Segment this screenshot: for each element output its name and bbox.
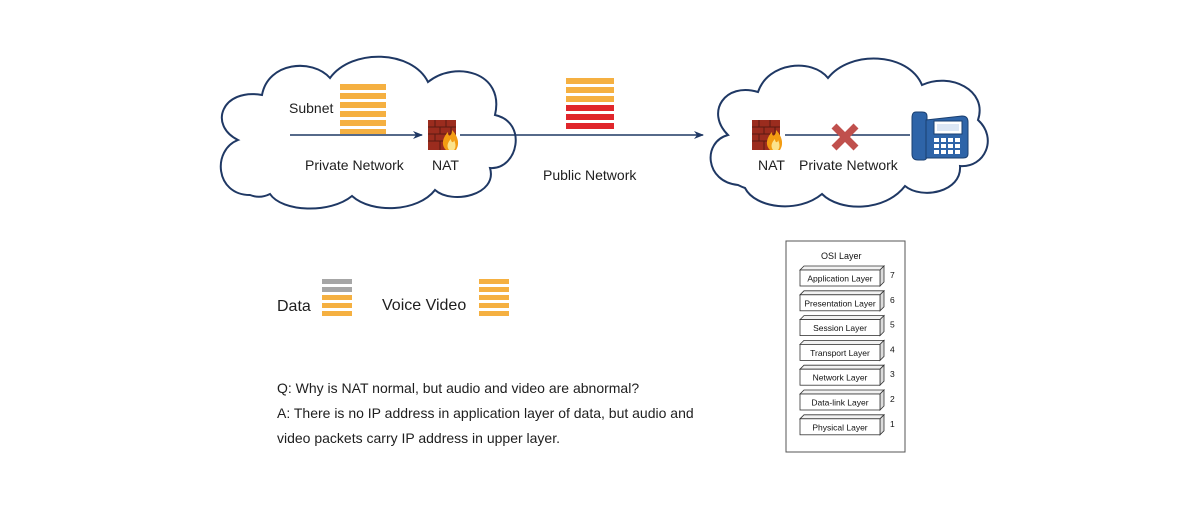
legend-data-label: Data bbox=[277, 298, 311, 315]
ip-phone-icon bbox=[911, 111, 969, 161]
qa-answer-line-2: video packets carry IP address in upper … bbox=[277, 430, 560, 446]
firewall-icon bbox=[752, 120, 783, 150]
osi-layer-label: Transport Layer bbox=[810, 348, 870, 358]
public-voice-packet bbox=[566, 78, 614, 129]
firewall-icon bbox=[428, 120, 459, 150]
left-private-network-label: Private Network bbox=[305, 157, 405, 173]
blocked-x-icon bbox=[831, 123, 859, 151]
osi-layer-number: 6 bbox=[890, 295, 895, 305]
qa-question: Q: Why is NAT normal, but audio and vide… bbox=[277, 380, 639, 396]
osi-title: OSI Layer bbox=[821, 251, 862, 261]
osi-layer: Data-link Layer 2 bbox=[799, 389, 895, 411]
osi-layer-number: 4 bbox=[890, 344, 895, 354]
osi-layer-number: 7 bbox=[890, 270, 895, 280]
public-network-label: Public Network bbox=[543, 167, 637, 183]
subnet-label: Subnet bbox=[289, 100, 333, 116]
osi-layer: Application Layer 7 bbox=[799, 265, 895, 287]
osi-layer-label: Network Layer bbox=[813, 373, 868, 383]
legend-data-swatch bbox=[322, 279, 352, 316]
osi-layer-label: Presentation Layer bbox=[804, 298, 876, 308]
right-nat-label: NAT bbox=[758, 157, 785, 173]
right-private-network-label: Private Network bbox=[799, 157, 899, 173]
qa-answer-line-1: A: There is no IP address in application… bbox=[277, 405, 694, 421]
osi-layer-label: Physical Layer bbox=[812, 422, 867, 432]
osi-layer-number: 2 bbox=[890, 394, 895, 404]
osi-layer-panel: OSI Layer Application Layer 7Presentation… bbox=[785, 240, 906, 453]
left-nat-label: NAT bbox=[432, 157, 459, 173]
osi-layer-number: 1 bbox=[890, 419, 895, 429]
osi-layer: Transport Layer 4 bbox=[799, 339, 895, 362]
osi-layer-label: Data-link Layer bbox=[811, 398, 868, 408]
osi-layer: Physical Layer 1 bbox=[799, 413, 895, 436]
left-voice-packet bbox=[340, 84, 386, 134]
osi-layer: Presentation Layer 6 bbox=[799, 289, 895, 312]
legend-voice-swatch bbox=[479, 279, 509, 316]
osi-layer-number: 5 bbox=[890, 320, 895, 330]
legend: Data Voice Video bbox=[277, 279, 509, 316]
legend-voice-label: Voice Video bbox=[382, 297, 466, 314]
osi-layer-number: 3 bbox=[890, 369, 895, 379]
osi-layer-label: Application Layer bbox=[807, 274, 872, 284]
osi-layer-label: Session Layer bbox=[813, 323, 867, 333]
osi-layer: Network Layer 3 bbox=[799, 364, 895, 387]
qa-block: Q: Why is NAT normal, but audio and vide… bbox=[277, 380, 694, 446]
osi-layer: Session Layer 5 bbox=[799, 314, 895, 337]
